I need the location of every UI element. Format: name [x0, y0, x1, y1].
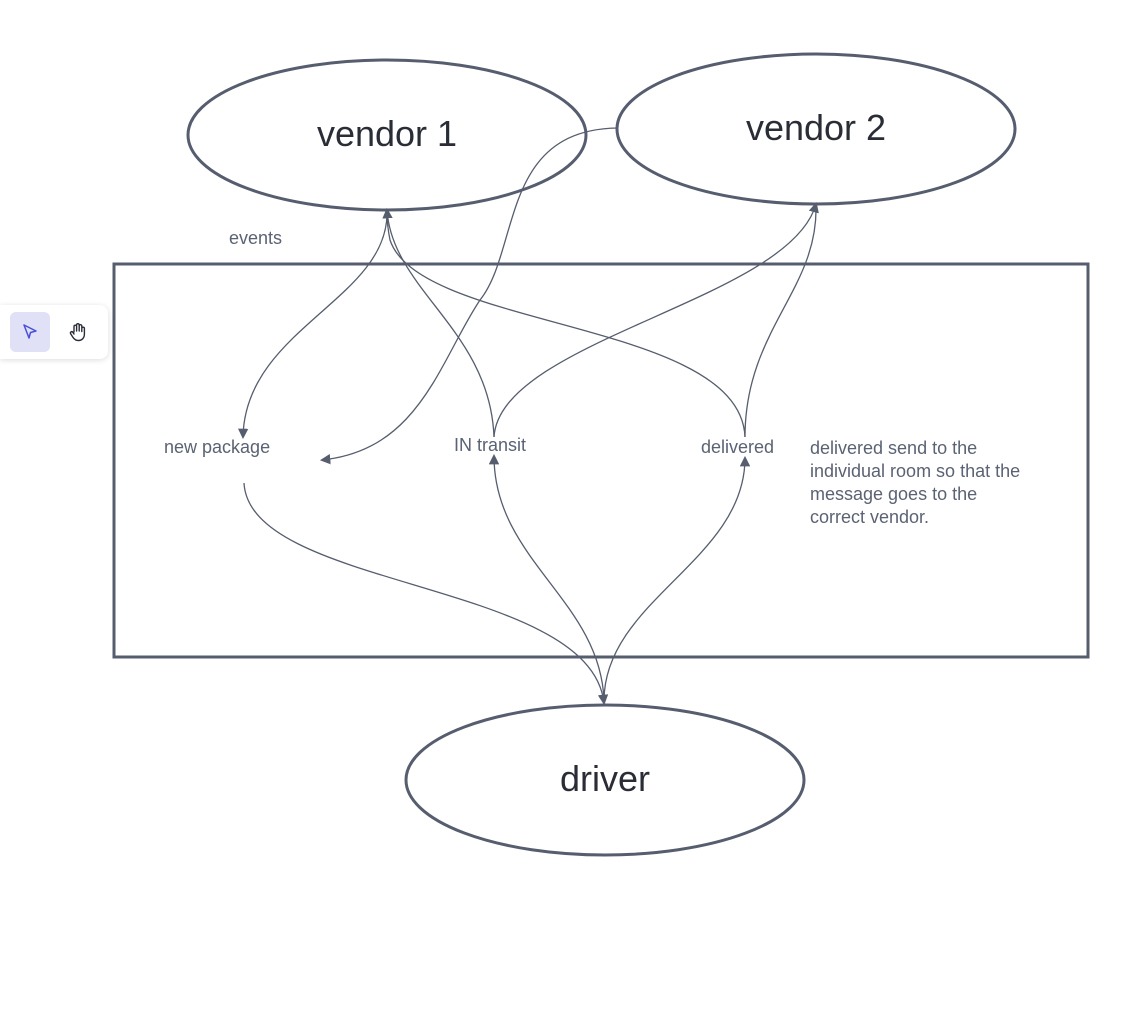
connector-driver-to-in-transit[interactable]	[488, 453, 605, 701]
pan-tool-button[interactable]	[58, 312, 98, 352]
delivered-label: delivered	[701, 437, 774, 457]
vendor-1-label: vendor 1	[317, 113, 457, 154]
connector-new-package-to-driver[interactable]	[243, 482, 609, 706]
tool-palette	[0, 305, 108, 359]
note-line: individual room so that the	[810, 461, 1020, 481]
connector-vendor2-to-new-package[interactable]	[319, 127, 618, 465]
connector-in-transit-to-vendor1[interactable]	[382, 207, 495, 438]
note-line: correct vendor.	[810, 507, 929, 527]
vendor-2-label: vendor 2	[746, 107, 886, 148]
note-line: message goes to the	[810, 484, 977, 504]
note-line: delivered send to the	[810, 438, 977, 458]
connector-vendor1-to-new-package[interactable]	[237, 214, 388, 440]
events-frame[interactable]	[112, 262, 1090, 659]
in-transit-label: IN transit	[454, 435, 526, 455]
delivered-note: delivered send to the individual room so…	[810, 438, 1025, 527]
cursor-arrow-icon	[23, 324, 37, 339]
connector-delivered-to-vendor1[interactable]	[386, 211, 746, 438]
connector-in-transit-to-vendor2[interactable]	[493, 201, 819, 438]
events-label: events	[229, 228, 282, 248]
driver-label: driver	[560, 758, 650, 799]
select-tool-button[interactable]	[10, 312, 50, 352]
new-package-label: new package	[164, 437, 270, 457]
connector-driver-to-delivered[interactable]	[603, 455, 751, 701]
hand-icon	[69, 323, 86, 342]
connector-delivered-to-vendor2[interactable]	[744, 205, 817, 438]
